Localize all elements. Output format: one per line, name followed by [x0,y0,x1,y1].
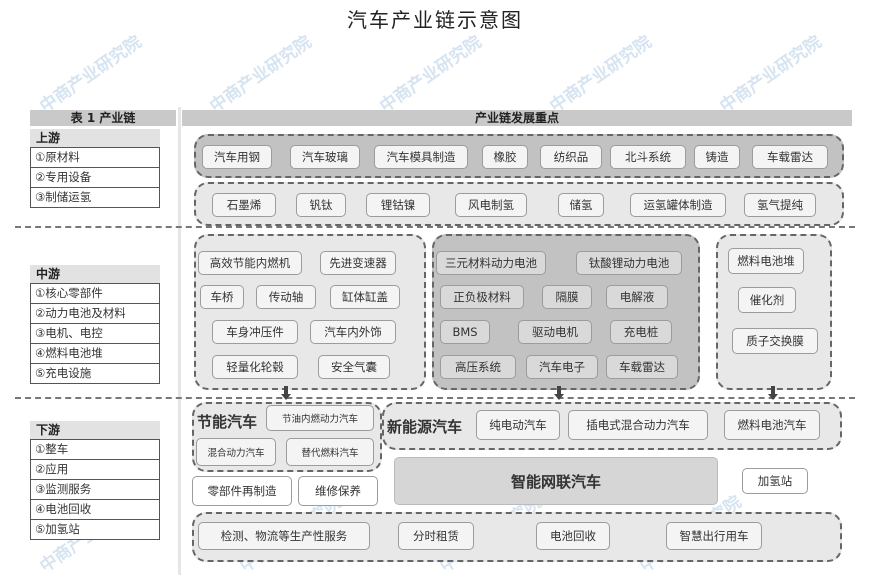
node-box: 汽车电子 [526,355,598,379]
node-box: 氢气提纯 [744,193,816,217]
list-item: ③监测服务 [31,479,159,499]
energy-saving-label: 节能汽车 [197,413,258,431]
midstream-head: 中游 [30,265,160,283]
list-item: ④燃料电池堆 [31,343,159,363]
downstream-list: ①整车 ②应用 ③监测服务 ④电池回收 ⑤加氢站 [30,439,160,540]
node-box: 纯电动汽车 [476,410,560,440]
down-arrow-icon [768,386,778,400]
node-box: 分时租赁 [398,522,474,550]
separator-mid-down [15,397,855,399]
node-box: 车桥 [200,285,244,309]
node-box: 石墨烯 [212,193,276,217]
node-box: 节油内燃动力汽车 [266,405,374,431]
watermark: 中商产业研究院 [716,32,826,117]
node-box: 正负极材料 [440,285,524,309]
node-box: 驱动电机 [518,320,592,344]
node-box: 锂钴镍 [366,193,430,217]
node-box: 运氢罐体制造 [630,193,726,217]
watermark: 中商产业研究院 [546,32,656,117]
node-box: 智慧出行用车 [666,522,762,550]
node-box: 铸造 [694,145,740,169]
upstream-head: 上游 [30,129,160,147]
node-box: 车载雷达 [606,355,678,379]
list-item: ①整车 [31,440,159,459]
down-arrow-icon [281,386,291,400]
node-box: 车载雷达 [752,145,828,169]
node-box: 钒钛 [296,193,346,217]
node-box: 汽车用钢 [202,145,272,169]
node-box: 检测、物流等生产性服务 [198,522,370,550]
list-item: ⑤充电设施 [31,363,159,383]
node-box: 纺织品 [540,145,602,169]
node-box: 加氢站 [742,468,808,494]
list-item: ②应用 [31,459,159,479]
list-item: ①原材料 [31,148,159,167]
diagram-title: 汽车产业链示意图 [347,8,523,32]
watermark: 中商产业研究院 [376,32,486,117]
node-box: 燃料电池汽车 [724,410,820,440]
column-divider [178,107,181,575]
node-box: 零部件再制造 [192,476,292,506]
watermark: 中商产业研究院 [36,32,146,117]
node-box: 充电桩 [610,320,672,344]
upstream-list: ①原材料 ②专用设备 ③制储运氢 [30,147,160,208]
node-box: 插电式混合动力汽车 [568,410,708,440]
node-box: 先进变速器 [320,251,396,275]
list-item: ③电机、电控 [31,323,159,343]
node-box: BMS [440,320,490,344]
table-header-right: 产业链发展重点 [182,110,852,126]
node-box: 汽车内外饰 [310,320,396,344]
node-box: 维修保养 [298,476,378,506]
node-box: 安全气囊 [318,355,390,379]
node-box: 钛酸锂动力电池 [576,251,682,275]
list-item: ②专用设备 [31,167,159,187]
node-box: 隔膜 [542,285,592,309]
list-item: ⑤加氢站 [31,519,159,539]
downstream-head: 下游 [30,421,160,439]
list-item: ①核心零部件 [31,284,159,303]
node-box: 替代燃料汽车 [286,438,374,466]
separator-up-mid [15,226,855,228]
watermark: 中商产业研究院 [206,32,316,117]
list-item: ④电池回收 [31,499,159,519]
node-box: 缸体缸盖 [330,285,400,309]
node-box: 混合动力汽车 [196,438,276,466]
node-box: 电解液 [606,285,668,309]
list-item: ②动力电池及材料 [31,303,159,323]
node-box: 传动轴 [256,285,316,309]
node-box: 汽车玻璃 [290,145,360,169]
node-box: 催化剂 [738,287,796,313]
node-box: 高效节能内燃机 [198,251,302,275]
node-box: 轻量化轮毂 [212,355,298,379]
down-arrow-icon [554,386,564,400]
node-box: 风电制氢 [455,193,527,217]
node-box: 三元材料动力电池 [436,251,546,275]
new-energy-label: 新能源汽车 [387,418,463,436]
midstream-list: ①核心零部件 ②动力电池及材料 ③电机、电控 ④燃料电池堆 ⑤充电设施 [30,283,160,384]
node-box: 电池回收 [536,522,610,550]
node-box: 燃料电池堆 [728,248,804,274]
smart-car-box: 智能网联汽车 [394,457,718,505]
list-item: ③制储运氢 [31,187,159,207]
table-header-left: 表 1 产业链 [30,110,176,126]
node-box: 车身冲压件 [212,320,298,344]
node-box: 汽车模具制造 [374,145,468,169]
node-box: 高压系统 [440,355,516,379]
node-box: 质子交换膜 [732,328,818,354]
node-box: 储氢 [558,193,604,217]
node-box: 橡胶 [482,145,528,169]
node-box: 北斗系统 [610,145,686,169]
